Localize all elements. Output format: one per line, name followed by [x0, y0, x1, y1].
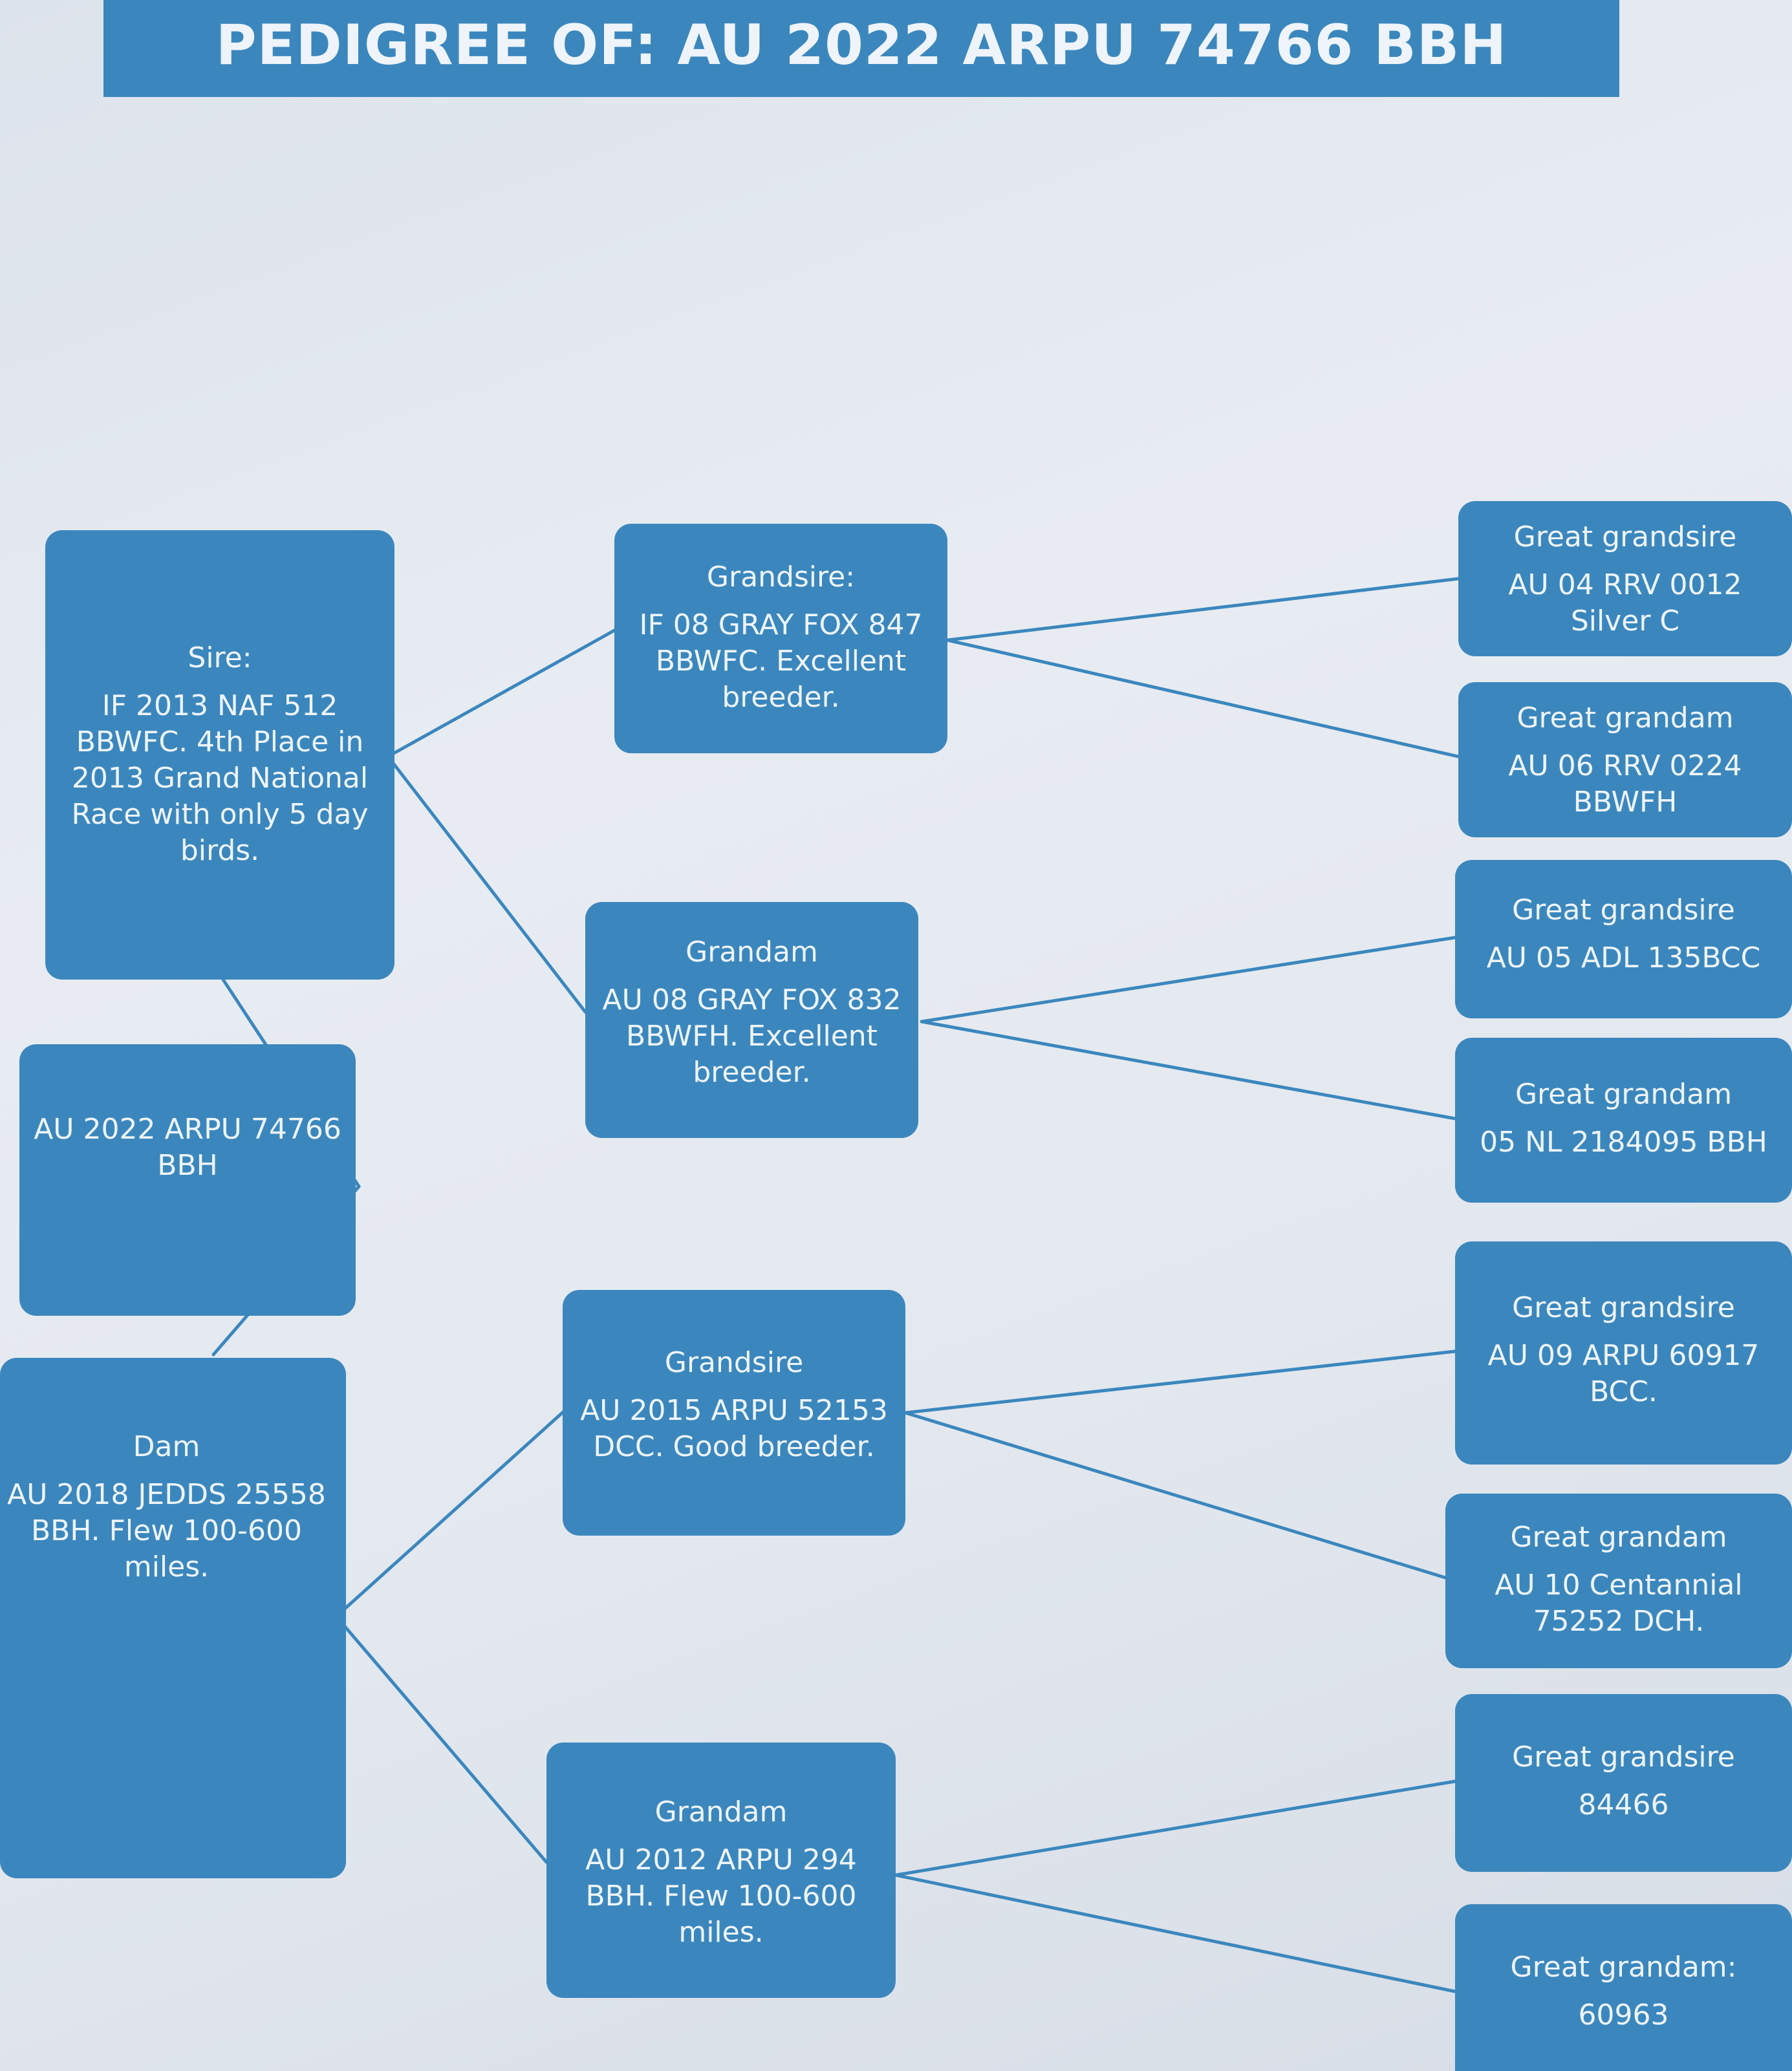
great-grandam-box-4: Great grandam: 60963: [1455, 1904, 1792, 2071]
great-grandsire-label-1: Great grandsire: [1513, 520, 1737, 553]
great-grandam-text-3: AU 10 Centannial 75252 DCH.: [1495, 1569, 1743, 1638]
dam-grandam-label: Grandam: [654, 1796, 788, 1829]
great-grandam-box-2: Great grandam 05 NL 2184095 BBH: [1455, 1038, 1792, 1203]
sire-box: Sire: IF 2013 NAF 512 BBWFC. 4th Place i…: [45, 530, 394, 980]
connector-sire-grandsire: [386, 628, 616, 758]
dam-grandam-text: AU 2012 ARPU 294 BBH. Flew 100-600 miles…: [585, 1843, 857, 1949]
connector-gd1-gg4: [920, 1020, 1457, 1121]
page-title: PEDIGREE OF: AU 2022 ARPU 74766 BBH: [215, 13, 1507, 78]
sire-grandsire-text: IF 08 GRAY FOX 847 BBWFC. Excellent bree…: [639, 608, 923, 714]
dam-grandam-box: Grandam AU 2012 ARPU 294 BBH. Flew 100-6…: [546, 1743, 896, 1998]
dam-label: Dam: [133, 1430, 200, 1463]
title-banner: PEDIGREE OF: AU 2022 ARPU 74766 BBH: [103, 0, 1619, 97]
dam-box: Dam AU 2018 JEDDS 25558 BBH. Flew 100-60…: [0, 1358, 346, 1878]
great-grandam-label-2: Great grandam: [1515, 1078, 1733, 1111]
sire-grandam-box: Grandam AU 08 GRAY FOX 832 BBWFH. Excell…: [585, 902, 918, 1138]
sire-grandam-text: AU 08 GRAY FOX 832 BBWFH. Excellent bree…: [602, 983, 901, 1089]
sire-grandsire-box: Grandsire: IF 08 GRAY FOX 847 BBWFC. Exc…: [614, 524, 947, 753]
great-grandsire-text-4: 84466: [1578, 1788, 1669, 1821]
great-grandam-label-3: Great grandam: [1510, 1521, 1727, 1554]
great-grandsire-text-1: AU 04 RRV 0012 Silver C: [1508, 568, 1742, 638]
great-grandsire-box-2: Great grandsire AU 05 ADL 135BCC: [1455, 860, 1792, 1018]
connector-gd2-gg7: [894, 1779, 1457, 1877]
sire-label: Sire:: [188, 641, 252, 674]
connector-gd2-gg8: [894, 1873, 1457, 1993]
great-grandsire-label-3: Great grandsire: [1512, 1291, 1735, 1324]
great-grandam-text-2: 05 NL 2184095 BBH: [1480, 1126, 1767, 1159]
great-grandsire-label-2: Great grandsire: [1512, 894, 1735, 927]
subject-box: AU 2022 ARPU 74766 BBH: [19, 1044, 356, 1316]
connector-dam-grandam: [334, 1615, 548, 1864]
great-grandam-text-4: 60963: [1578, 1999, 1669, 2032]
sire-text: IF 2013 NAF 512 BBWFC. 4th Place in 2013…: [71, 689, 369, 867]
connector-gs2-gg6: [903, 1411, 1447, 1580]
great-grandam-text-1: AU 06 RRV 0224 BBWFH: [1508, 749, 1742, 819]
connector-gd1-gg3: [920, 936, 1457, 1024]
great-grandsire-box-4: Great grandsire 84466: [1455, 1694, 1792, 1872]
connector-gs1-gg1: [945, 577, 1460, 642]
great-grandam-box-3: Great grandam AU 10 Centannial 75252 DCH…: [1445, 1494, 1792, 1668]
connector-dam-grandsire: [334, 1408, 568, 1618]
dam-grandsire-label: Grandsire: [664, 1346, 804, 1379]
subject-id: AU 2022 ARPU 74766 BBH: [34, 1113, 341, 1182]
great-grandsire-box-3: Great grandsire AU 09 ARPU 60917 BCC.: [1455, 1241, 1792, 1465]
dam-text: AU 2018 JEDDS 25558 BBH. Flew 100-600 mi…: [7, 1478, 326, 1583]
great-grandsire-label-4: Great grandsire: [1512, 1741, 1735, 1774]
sire-grandam-label: Grandam: [685, 936, 818, 969]
sire-grandsire-label: Grandsire:: [706, 561, 856, 594]
connector-gs1-gg2: [945, 638, 1460, 758]
great-grandam-label-1: Great grandam: [1517, 702, 1734, 735]
great-grandam-label-4: Great grandam:: [1510, 1951, 1737, 1984]
connector-sire-grandam: [386, 755, 587, 1014]
great-grandsire-text-3: AU 09 ARPU 60917 BCC.: [1487, 1339, 1760, 1408]
connector-gs2-gg5: [903, 1349, 1457, 1415]
great-grandsire-text-2: AU 05 ADL 135BCC: [1486, 941, 1761, 974]
great-grandam-box-1: Great grandam AU 06 RRV 0224 BBWFH: [1458, 682, 1792, 837]
dam-grandsire-box: Grandsire AU 2015 ARPU 52153 DCC. Good b…: [563, 1290, 905, 1536]
great-grandsire-box-1: Great grandsire AU 04 RRV 0012 Silver C: [1458, 501, 1792, 656]
dam-grandsire-text: AU 2015 ARPU 52153 DCC. Good breeder.: [580, 1394, 888, 1463]
